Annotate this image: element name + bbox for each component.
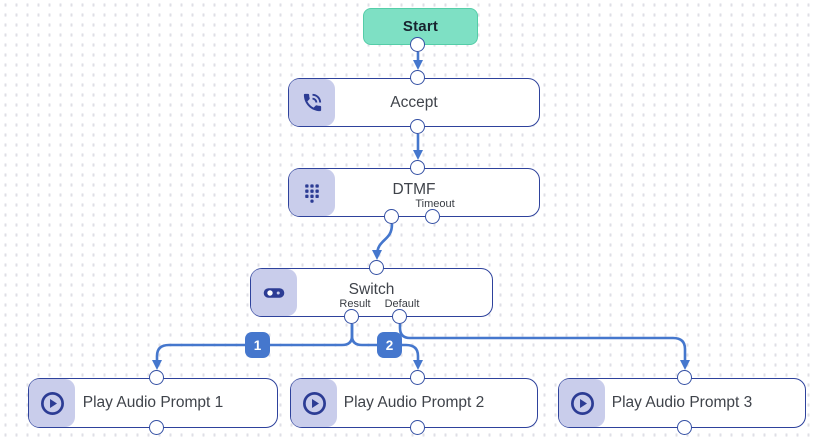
node-play-audio-prompt-3-label: Play Audio Prompt 3 <box>611 394 753 411</box>
port-label-timeout: Timeout <box>415 198 455 210</box>
port-prompt2-in[interactable] <box>410 370 425 385</box>
port-switch-in[interactable] <box>369 260 384 275</box>
port-prompt1-in[interactable] <box>149 370 164 385</box>
node-dtmf[interactable]: DTMF Timeout <box>288 168 540 217</box>
play-circle-icon <box>291 379 337 427</box>
port-start-out[interactable] <box>410 37 425 52</box>
play-circle-icon <box>559 379 605 427</box>
port-label-default: Default <box>384 298 420 310</box>
port-accept-in[interactable] <box>410 70 425 85</box>
edge-badge-case-1: 1 <box>245 332 270 358</box>
node-play-audio-prompt-2[interactable]: Play Audio Prompt 2 <box>290 378 538 428</box>
node-play-audio-prompt-2-label: Play Audio Prompt 2 <box>343 394 485 411</box>
node-switch[interactable]: Switch Result Default <box>250 268 493 317</box>
node-accept-label: Accept <box>390 93 438 111</box>
port-switch-default[interactable] <box>392 309 407 324</box>
node-play-audio-prompt-3[interactable]: Play Audio Prompt 3 <box>558 378 806 428</box>
port-accept-out[interactable] <box>410 119 425 134</box>
node-play-audio-prompt-1-label: Play Audio Prompt 1 <box>82 394 224 411</box>
port-dtmf-in[interactable] <box>410 160 425 175</box>
port-label-result: Result <box>339 298 371 310</box>
edge-badge-case-2: 2 <box>377 332 402 358</box>
play-circle-icon <box>29 379 75 427</box>
edge-dtmf-to-switch[interactable] <box>372 223 394 260</box>
port-dtmf-out[interactable] <box>384 209 399 224</box>
port-switch-result[interactable] <box>344 309 359 324</box>
port-prompt1-out[interactable] <box>149 420 164 435</box>
edge-switch-default-to-prompt3[interactable] <box>398 324 690 370</box>
port-prompt2-out[interactable] <box>410 420 425 435</box>
node-dtmf-label: DTMF <box>392 181 436 198</box>
node-switch-label: Switch <box>348 281 395 298</box>
phone-call-icon <box>289 79 335 126</box>
dialpad-icon <box>289 169 335 216</box>
port-dtmf-timeout[interactable] <box>425 209 440 224</box>
port-prompt3-out[interactable] <box>677 420 692 435</box>
toggle-switch-icon <box>251 269 297 316</box>
port-prompt3-in[interactable] <box>677 370 692 385</box>
node-start-label: Start <box>402 18 439 35</box>
